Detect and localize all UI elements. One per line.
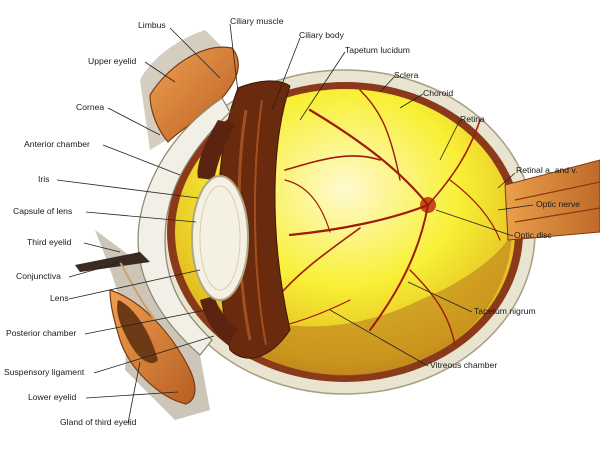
label-limbus: Limbus bbox=[138, 20, 166, 30]
label-lens: Lens bbox=[50, 293, 69, 303]
label-lower-eyelid: Lower eyelid bbox=[28, 392, 76, 402]
label-optic-nerve: Optic nerve bbox=[536, 199, 580, 209]
label-optic-disc: Optic disc bbox=[514, 230, 552, 240]
label-cornea: Cornea bbox=[76, 102, 104, 112]
label-choroid: Choroid bbox=[423, 88, 453, 98]
label-retinal-a-and-v: Retinal a. and v. bbox=[516, 165, 577, 175]
label-gland-of-third-eyelid: Gland of third eyelid bbox=[60, 417, 137, 427]
label-posterior-chamber: Posterior chamber bbox=[6, 328, 76, 338]
label-iris: Iris bbox=[38, 174, 49, 184]
label-anterior-chamber: Anterior chamber bbox=[24, 139, 90, 149]
label-sclera: Sclera bbox=[394, 70, 419, 80]
label-ciliary-muscle: Ciliary muscle bbox=[230, 16, 284, 26]
label-capsule-of-lens: Capsule of lens bbox=[13, 206, 72, 216]
label-conjunctiva: Conjunctiva bbox=[16, 271, 61, 281]
label-suspensory-ligament: Suspensory ligament bbox=[4, 367, 85, 377]
label-upper-eyelid: Upper eyelid bbox=[88, 56, 136, 66]
label-vitreous-chamber: Vitreous chamber bbox=[430, 360, 497, 370]
label-third-eyelid: Third eyelid bbox=[27, 237, 72, 247]
label-tapetum-nigrum: Tapetum nigrum bbox=[474, 306, 536, 316]
label-ciliary-body: Ciliary body bbox=[299, 30, 345, 40]
label-retina: Retina bbox=[460, 114, 485, 124]
label-tapetum-lucidum: Tapetum lucidum bbox=[345, 45, 410, 55]
